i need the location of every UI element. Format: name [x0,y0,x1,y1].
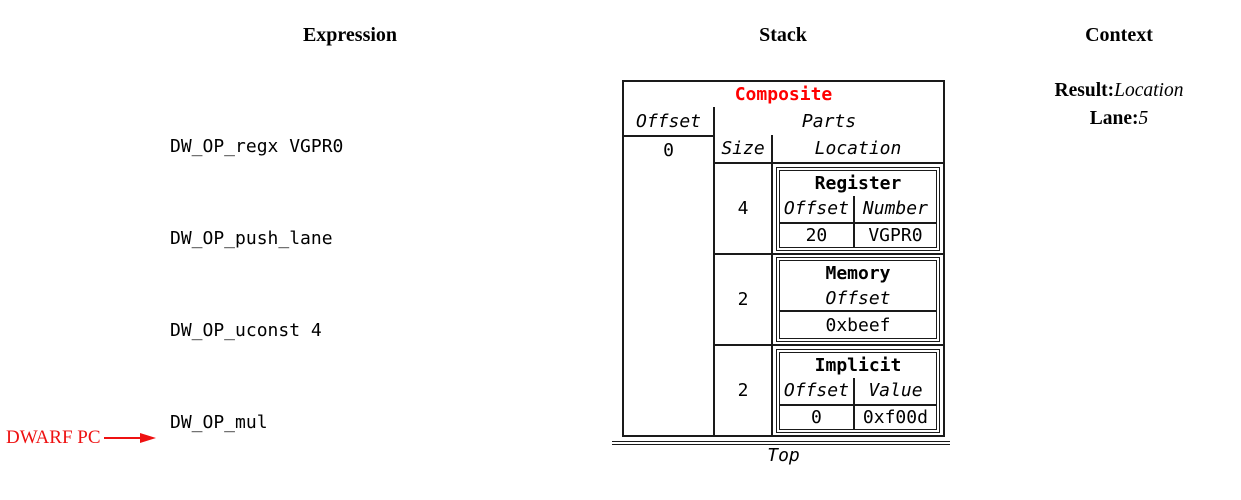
memory-location-table: Memory Offset 0xbeef [776,257,940,342]
register-value-row: 20 VGPR0 [780,223,936,247]
register-number-value: VGPR0 [868,224,923,246]
size-header: Size [715,135,773,162]
right-arrow-icon [103,433,156,443]
context-block: Result:Location Lane:5 [1009,77,1229,133]
register-title: Register [814,172,902,194]
stack-top-label: Top [767,445,800,466]
register-offset-value: 20 [780,223,855,247]
stack-offset-column: Offset 0 [624,107,715,435]
expression-op-list: DW_OP_regx VGPR0 DW_OP_push_lane DW_OP_u… [170,71,376,500]
register-number-header: Number [862,198,928,219]
part-location-cell: Memory Offset 0xbeef [773,255,943,344]
context-lane-line: Lane:5 [1009,105,1229,133]
expression-column-header: Expression [302,24,398,46]
stack-table-body: Offset 0 Parts Size Location 4 Register [624,107,943,435]
parts-subheader-row: Size Location [715,135,943,164]
implicit-value-value: 0xf00d [862,406,928,428]
dwarf-pc-label: DWARF PC [6,427,101,448]
lane-value: 5 [1138,108,1149,129]
register-header-row: Offset Number [780,195,936,224]
composite-header: Composite [734,84,833,105]
register-location-table: Register Offset Number 20 VGPR0 [776,166,940,251]
implicit-offset-header: Offset [780,377,855,404]
implicit-offset-value: 0 [780,405,855,429]
part-row-memory: 2 Memory Offset 0xbeef [715,253,943,344]
memory-offset-header: Offset [825,287,891,309]
memory-header-row: Offset [780,286,936,312]
memory-value-row: 0xbeef [780,312,936,338]
stack-table: Composite Offset 0 Parts Size Location 4… [622,80,945,437]
result-value: Location [1114,80,1184,101]
parts-header: Parts [801,110,857,132]
part-row-implicit: 2 Implicit Offset Value 0 0xf00d [715,344,943,435]
context-result-line: Result:Location [1009,77,1229,105]
part-location-cell: Register Offset Number 20 VGPR0 [773,164,943,253]
expression-op: DW_OP_mul [170,412,268,434]
implicit-location-table: Implicit Offset Value 0 0xf00d [776,348,940,433]
part-size: 2 [715,346,773,435]
part-size: 2 [715,255,773,344]
location-header: Location [814,138,902,159]
context-column-header: Context [1085,24,1153,46]
expression-op: DW_OP_regx VGPR0 [170,136,344,158]
dwarf-pc-pointer: DWARF PC [6,426,156,450]
implicit-value-header: Value [868,380,923,401]
implicit-value-row: 0 0xf00d [780,405,936,429]
implicit-header-row: Offset Value [780,377,936,406]
stack-top-divider [612,441,950,445]
stack-column-header: Stack [759,24,807,46]
memory-offset-value: 0xbeef [825,314,891,336]
part-location-cell: Implicit Offset Value 0 0xf00d [773,346,943,435]
expression-op: DW_OP_uconst 4 [170,320,322,342]
part-size: 4 [715,164,773,253]
lane-label: Lane: [1089,108,1139,129]
offset-value: 0 [663,140,674,161]
register-offset-header: Offset [780,195,855,222]
part-row-register: 4 Register Offset Number 20 VGPR0 [715,164,943,253]
expression-op: DW_OP_push_lane [170,228,333,250]
offset-header: Offset [624,107,713,137]
memory-title: Memory [825,263,891,284]
implicit-title: Implicit [814,354,902,376]
result-label: Result: [1054,80,1115,101]
stack-parts-column: Parts Size Location 4 Register Offset Nu… [715,107,943,435]
